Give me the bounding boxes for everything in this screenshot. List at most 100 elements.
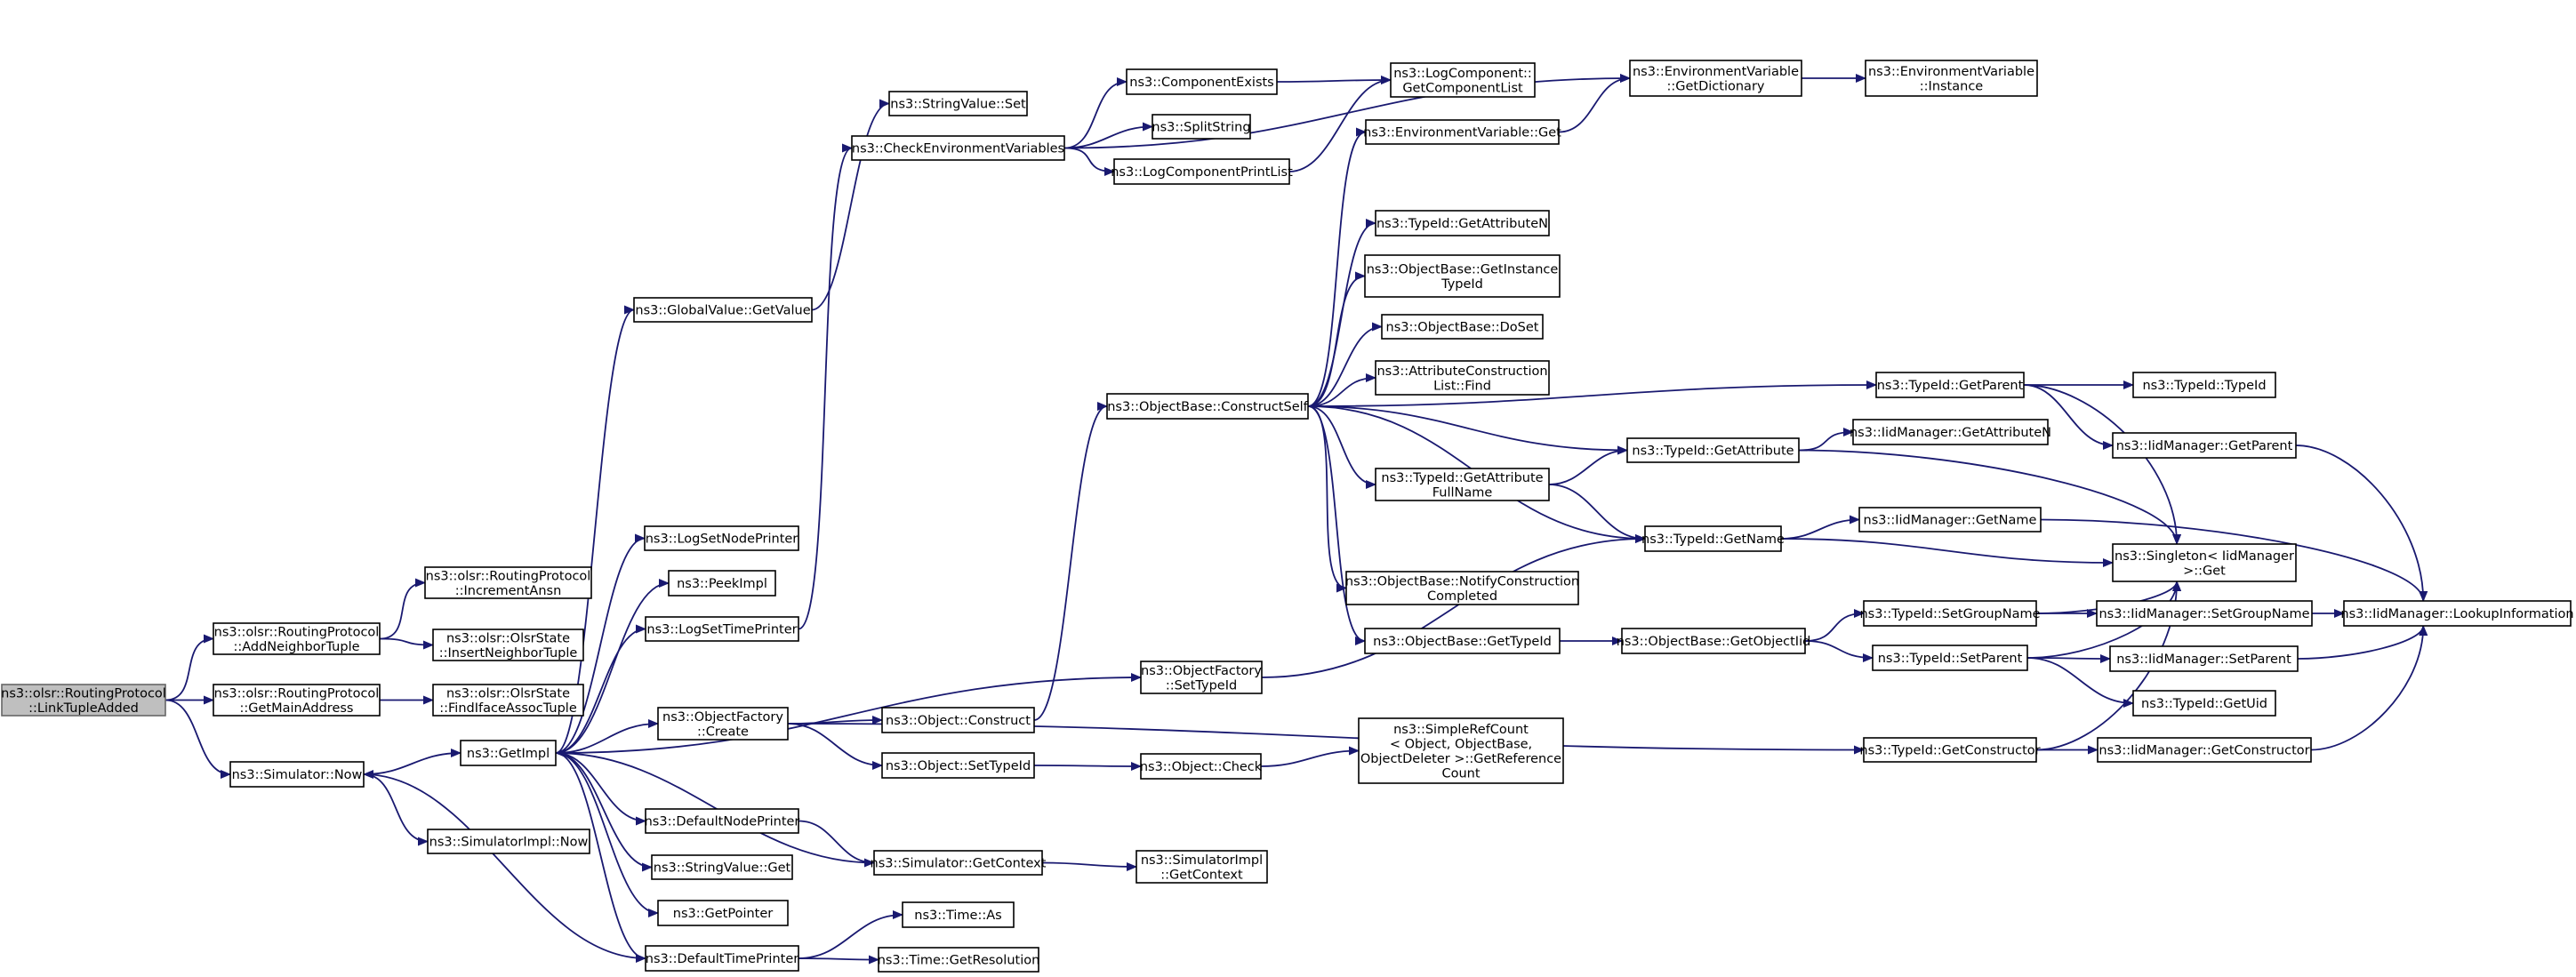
function-node-typeid-setgroupname[interactable]: ns3::TypeId::SetGroupName: [1859, 600, 2041, 627]
function-node-object-check[interactable]: ns3::Object::Check: [1140, 753, 1263, 780]
function-node-componentexists[interactable]: ns3::ComponentExists: [1126, 68, 1278, 95]
function-node-logcomponent-getcomponentlist[interactable]: ns3::LogComponent::GetComponentList: [1390, 62, 1536, 98]
node-label: ns3::SimulatorImpl::Now: [429, 836, 589, 850]
call-edge: [2023, 384, 2114, 450]
node-label: ns3::ObjectBase::GetInstance: [1367, 262, 1559, 276]
node-label: ns3::Time::As: [914, 909, 1001, 923]
node-box: [878, 947, 1039, 973]
node-label: ns3::GetImpl: [467, 747, 550, 761]
function-node-iidmanager-setparent[interactable]: ns3::IidManager::SetParent: [2109, 645, 2299, 672]
function-node-time-getresolution[interactable]: ns3::Time::GetResolution: [878, 947, 1040, 973]
function-node-typeid-getattribute[interactable]: ns3::TypeId::GetAttribute: [1626, 437, 1800, 463]
node-label: ObjectDeleter >::GetReference: [1360, 752, 1561, 766]
node-box: [432, 629, 584, 661]
function-node-typeid-getuid[interactable]: ns3::TypeId::GetUid: [2132, 690, 2276, 717]
function-node-typeid-setparent[interactable]: ns3::TypeId::SetParent: [1872, 645, 2028, 671]
call-edge: [555, 624, 646, 754]
function-node-getimpl[interactable]: ns3::GetImpl: [460, 740, 557, 766]
call-edge: [1804, 609, 1865, 642]
node-label: ns3::TypeId::GetConstructor: [1859, 744, 2040, 758]
function-node-logcomponentprintlist[interactable]: ns3::LogComponentPrintList: [1111, 158, 1293, 185]
node-label: ns3::TypeId::SetParent: [1878, 652, 2023, 666]
function-node-iidmanager-getparent[interactable]: ns3::IidManager::GetParent: [2112, 432, 2297, 459]
function-node-logsetnodeprinter[interactable]: ns3::LogSetNodePrinter: [644, 525, 799, 551]
function-node-objectfactory-create[interactable]: ns3::ObjectFactory::Create: [657, 707, 789, 741]
node-box: [1621, 628, 1806, 654]
node-box: [2097, 737, 2312, 763]
function-node-splitstring[interactable]: ns3::SplitString: [1152, 114, 1251, 140]
function-node-typeid-typeid[interactable]: ns3::TypeId::TypeId: [2132, 372, 2276, 398]
function-node-envvar-instance[interactable]: ns3::EnvironmentVariable::Instance: [1865, 60, 2038, 97]
node-box: [1140, 753, 1262, 780]
node-label: ::GetMainAddress: [240, 701, 354, 716]
function-node-objectbase-doset[interactable]: ns3::ObjectBase::DoSet: [1381, 314, 1544, 340]
node-label: < Object, ObjectBase,: [1390, 737, 1532, 751]
function-node-objectbase-gettypeid[interactable]: ns3::ObjectBase::GetTypeId: [1364, 628, 1561, 654]
function-node-simimpl-now[interactable]: ns3::SimulatorImpl::Now: [427, 829, 590, 854]
function-node-iidmanager-getconstructor[interactable]: ns3::IidManager::GetConstructor: [2097, 737, 2312, 763]
function-node-object-settypeid[interactable]: ns3::Object::SetTypeId: [881, 752, 1035, 779]
node-label: ns3::TypeId::GetAttributeN: [1376, 217, 1548, 231]
node-label: ns3::ObjectFactory: [1141, 664, 1262, 678]
call-edge: [2026, 657, 2134, 708]
function-node-iidmanager-setgroupname[interactable]: ns3::IidManager::SetGroupName: [2096, 600, 2313, 627]
function-node-envvar-getdictionary[interactable]: ns3::EnvironmentVariable::GetDictionary: [1629, 60, 1802, 97]
function-node-simimpl-getcontext[interactable]: ns3::SimulatorImpl::GetContext: [1136, 850, 1268, 884]
node-label: ns3::Object::Check: [1140, 760, 1263, 774]
node-label: ns3::LogSetTimePrinter: [646, 623, 797, 637]
call-edge: [165, 634, 214, 701]
function-node-incrementansn[interactable]: ns3::olsr::RoutingProtocol::IncrementAns…: [424, 566, 592, 599]
function-node-linktupleadded[interactable]: ns3::olsr::RoutingProtocol::LinkTupleAdd…: [1, 684, 166, 717]
function-node-objectfactory-settypeid[interactable]: ns3::ObjectFactory::SetTypeId: [1140, 661, 1263, 694]
function-node-defaulttimeprinter[interactable]: ns3::DefaultTimePrinter: [645, 945, 799, 972]
function-node-getpointer[interactable]: ns3::GetPointer: [657, 900, 789, 926]
function-node-typeid-getname[interactable]: ns3::TypeId::GetName: [1641, 525, 1785, 552]
function-node-typeid-getconstructor[interactable]: ns3::TypeId::GetConstructor: [1859, 737, 2041, 763]
function-node-peekimpl[interactable]: ns3::PeekImpl: [668, 570, 776, 597]
call-edge: [555, 752, 646, 963]
function-node-objectbase-constructself[interactable]: ns3::ObjectBase::ConstructSelf: [1106, 393, 1309, 420]
call-edge: [787, 723, 883, 770]
function-node-findifaceassoctuple[interactable]: ns3::olsr::OlsrState::FindIfaceAssocTupl…: [432, 684, 584, 717]
node-label: ns3::IidManager::GetAttributeN: [1850, 426, 2051, 440]
node-box: [657, 707, 789, 741]
call-edge: [1798, 428, 1854, 452]
function-node-checkenvvars[interactable]: ns3::CheckEnvironmentVariables: [851, 135, 1065, 161]
node-box: [1113, 158, 1290, 185]
function-node-iidmanager-getname[interactable]: ns3::IidManager::GetName: [1858, 507, 2042, 533]
function-node-object-construct[interactable]: ns3::Object::Construct: [881, 707, 1035, 733]
function-node-addneighbortuple[interactable]: ns3::olsr::RoutingProtocol::AddNeighborT…: [213, 622, 381, 655]
function-node-logsettimeprinter[interactable]: ns3::LogSetTimePrinter: [645, 616, 799, 642]
function-node-objectbase-getobjectiid[interactable]: ns3::ObjectBase::GetObjectIid: [1617, 628, 1811, 654]
function-node-simplerefcount-getreferencecount[interactable]: ns3::SimpleRefCount< Object, ObjectBase,…: [1358, 717, 1564, 784]
node-box: [1375, 210, 1550, 236]
function-node-typeid-getattributen[interactable]: ns3::TypeId::GetAttributeN: [1375, 210, 1550, 236]
function-node-simulator-getcontext[interactable]: ns3::Simulator::GetContext: [871, 850, 1047, 876]
function-node-globalvalue-getvalue[interactable]: ns3::GlobalValue::GetValue: [633, 297, 813, 323]
node-box: [213, 684, 381, 717]
function-node-iidmanager-lookupinformation[interactable]: ns3::IidManager::LookupInformation: [2340, 600, 2574, 627]
node-box: [1152, 114, 1251, 140]
function-node-objectbase-notifyconstructioncompleted[interactable]: ns3::ObjectBase::NotifyConstructionCompl…: [1345, 571, 1579, 605]
node-box: [460, 740, 557, 766]
function-node-defaultnodeprinter[interactable]: ns3::DefaultNodePrinter: [645, 808, 800, 834]
function-node-insertneighbortuple[interactable]: ns3::olsr::OlsrState::InsertNeighborTupl…: [432, 629, 584, 661]
function-node-getmainaddress[interactable]: ns3::olsr::RoutingProtocol::GetMainAddre…: [213, 684, 381, 717]
function-node-time-as[interactable]: ns3::Time::As: [902, 901, 1015, 928]
function-node-simulator-now[interactable]: ns3::Simulator::Now: [229, 761, 365, 788]
function-node-typeid-getparent[interactable]: ns3::TypeId::GetParent: [1875, 372, 2025, 398]
call-edge: [798, 955, 879, 965]
node-box: [1872, 645, 2028, 671]
function-node-envvar-get[interactable]: ns3::EnvironmentVariable::Get: [1363, 119, 1561, 145]
function-node-iidmanager-getattributen[interactable]: ns3::IidManager::GetAttributeN: [1850, 419, 2051, 445]
function-node-singleton-get[interactable]: ns3::Singleton< IidManager>::Get: [2112, 543, 2297, 582]
call-edge: [555, 752, 659, 917]
node-label: ns3::olsr::RoutingProtocol: [214, 625, 380, 639]
function-node-stringvalue-set[interactable]: ns3::StringValue::Set: [888, 91, 1028, 116]
function-node-stringvalue-get[interactable]: ns3::StringValue::Get: [651, 854, 793, 880]
node-label: ns3::TypeId::GetName: [1641, 533, 1785, 547]
call-edge: [363, 773, 429, 846]
